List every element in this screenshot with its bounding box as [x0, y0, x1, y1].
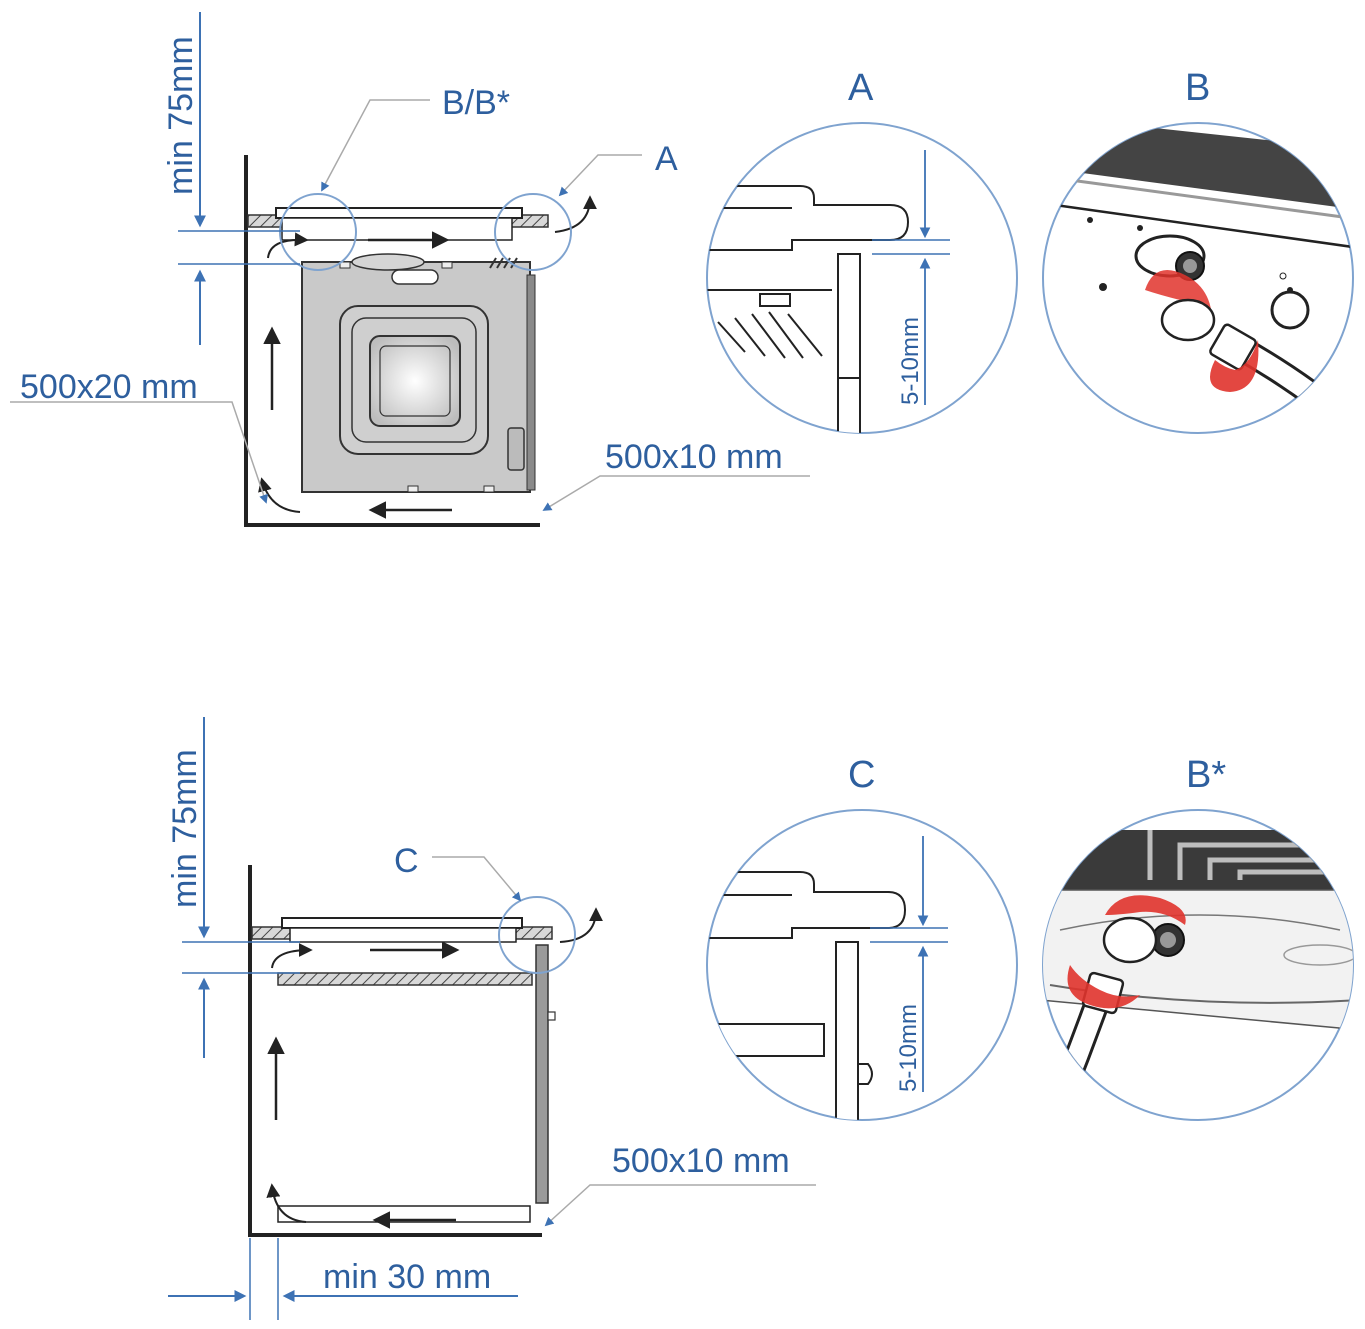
detail-b-star-nipple — [1102, 916, 1158, 964]
leader-a — [558, 154, 642, 197]
label-callout-c: C — [394, 842, 419, 880]
oven-foot-bottom-right — [483, 485, 495, 493]
hob-plate-bottom — [281, 917, 523, 929]
detail-c-door — [835, 941, 859, 1120]
cabinet-wall — [244, 155, 540, 527]
detail-b-gasket-upper — [1145, 270, 1213, 330]
label-callout-a: A — [655, 140, 678, 178]
label-callout-bb: B/B* — [442, 84, 510, 122]
detail-b-inlet-hole — [1183, 259, 1197, 273]
airflow-curve-top-left-bottom — [271, 943, 313, 969]
label-side-gap: 500x20 mm — [20, 368, 198, 406]
detail-b-star-rim — [1059, 914, 1341, 931]
leader-bottom-gap-2 — [544, 1184, 816, 1227]
detail-a-circle — [706, 122, 1018, 434]
detail-c-circle — [706, 809, 1018, 1121]
hob-plate — [275, 207, 523, 219]
detail-c-hob-edge — [707, 871, 907, 939]
detail-b: B — [1042, 67, 1354, 434]
leader-side-gap — [10, 401, 268, 504]
oven-panel-core — [379, 345, 451, 417]
detail-b-star: B* — [1042, 754, 1354, 1121]
leader-c — [432, 856, 522, 902]
label-min-75mm-bottom: min 75mm — [166, 749, 204, 908]
label-wall-gap: min 30 mm — [323, 1258, 491, 1296]
detail-b-star-burner — [1283, 944, 1353, 966]
detail-b-star-gasket-lower — [1067, 965, 1140, 1009]
detail-a-slot — [759, 293, 791, 307]
oven-door-bottom — [535, 944, 549, 1204]
airflow-curve-exit-bottom — [559, 907, 603, 943]
oven-vent-lines — [489, 257, 518, 269]
leader-bottom-gap — [542, 475, 810, 511]
detail-c-handle — [858, 1063, 873, 1085]
detail-a-door — [837, 253, 861, 433]
bottom-installation-diagram: min 75mm C 500x10 mm min 30 mm — [166, 717, 816, 1320]
oven-top-slot — [391, 269, 439, 285]
oven-foot-top-right — [441, 261, 453, 269]
plinth-bottom — [277, 1205, 531, 1223]
hob-body-bottom — [289, 927, 517, 943]
oven-door-handle-bottom — [547, 1011, 556, 1021]
oven-foot-top-left — [339, 261, 351, 269]
detail-b-title: B — [1185, 67, 1210, 109]
detail-a-vents — [717, 311, 823, 359]
detail-b-hob-edge — [1054, 203, 1353, 250]
label-min-75mm-top: min 75mm — [162, 36, 200, 195]
detail-b-star-grate-fins — [1147, 830, 1340, 880]
detail-b-dot-5 — [1287, 287, 1293, 293]
leader-bb — [321, 99, 430, 192]
oven-foot-bottom-left — [407, 485, 419, 493]
airflow-curve-bottom-left — [258, 477, 301, 513]
top-installation-diagram: min 75mm B/B* A 500x20 mm 500x10 mm — [10, 12, 810, 527]
detail-b-nipple — [1160, 298, 1216, 342]
callout-circle-a — [494, 193, 572, 271]
detail-c-title: C — [848, 754, 875, 796]
oven-door-strip — [526, 274, 536, 491]
detail-a: A 5-10mm — [706, 67, 1018, 434]
callout-circle-c — [498, 896, 576, 974]
detail-b-star-title: B* — [1186, 754, 1226, 796]
detail-b-dot-4 — [1279, 272, 1287, 280]
label-bottom-gap-bottom: 500x10 mm — [612, 1142, 790, 1180]
detail-b-side-hole — [1270, 290, 1310, 330]
airflow-curve-top-left — [267, 232, 309, 259]
detail-b-hob-rim — [1069, 178, 1351, 220]
label-bottom-gap-top: 500x10 mm — [605, 438, 783, 476]
shelf-hatched — [277, 972, 533, 986]
detail-a-hob-edge — [707, 185, 910, 251]
detail-a-dim-label: 5-10mm — [897, 317, 924, 405]
hob-body — [281, 217, 513, 241]
detail-b-star-gasket-upper — [1105, 895, 1186, 925]
detail-b-star-inlet-hole — [1160, 932, 1176, 948]
oven-top-bump — [351, 253, 425, 271]
detail-b-hose-fitting — [1209, 323, 1257, 371]
airflow-curve-exit — [554, 195, 597, 233]
detail-b-gasket-lower — [1210, 340, 1259, 392]
detail-b-dot-3 — [1099, 283, 1107, 291]
cabinet-wall-bottom — [248, 865, 542, 1237]
airflow-curve-bottom-left-bottom — [266, 1183, 307, 1223]
detail-b-dot-1 — [1087, 217, 1093, 223]
oven-panel-inner — [369, 335, 461, 427]
oven-side-handle — [507, 427, 525, 471]
detail-c-shelf — [707, 1023, 825, 1057]
detail-c-dim-label: 5-10mm — [895, 1004, 922, 1092]
detail-a-title: A — [848, 67, 874, 109]
detail-c: C 5-10mm — [706, 754, 1018, 1121]
detail-b-dot-2 — [1137, 225, 1143, 231]
callout-circle-bb — [279, 193, 357, 271]
oven-panel-mid — [351, 317, 477, 443]
